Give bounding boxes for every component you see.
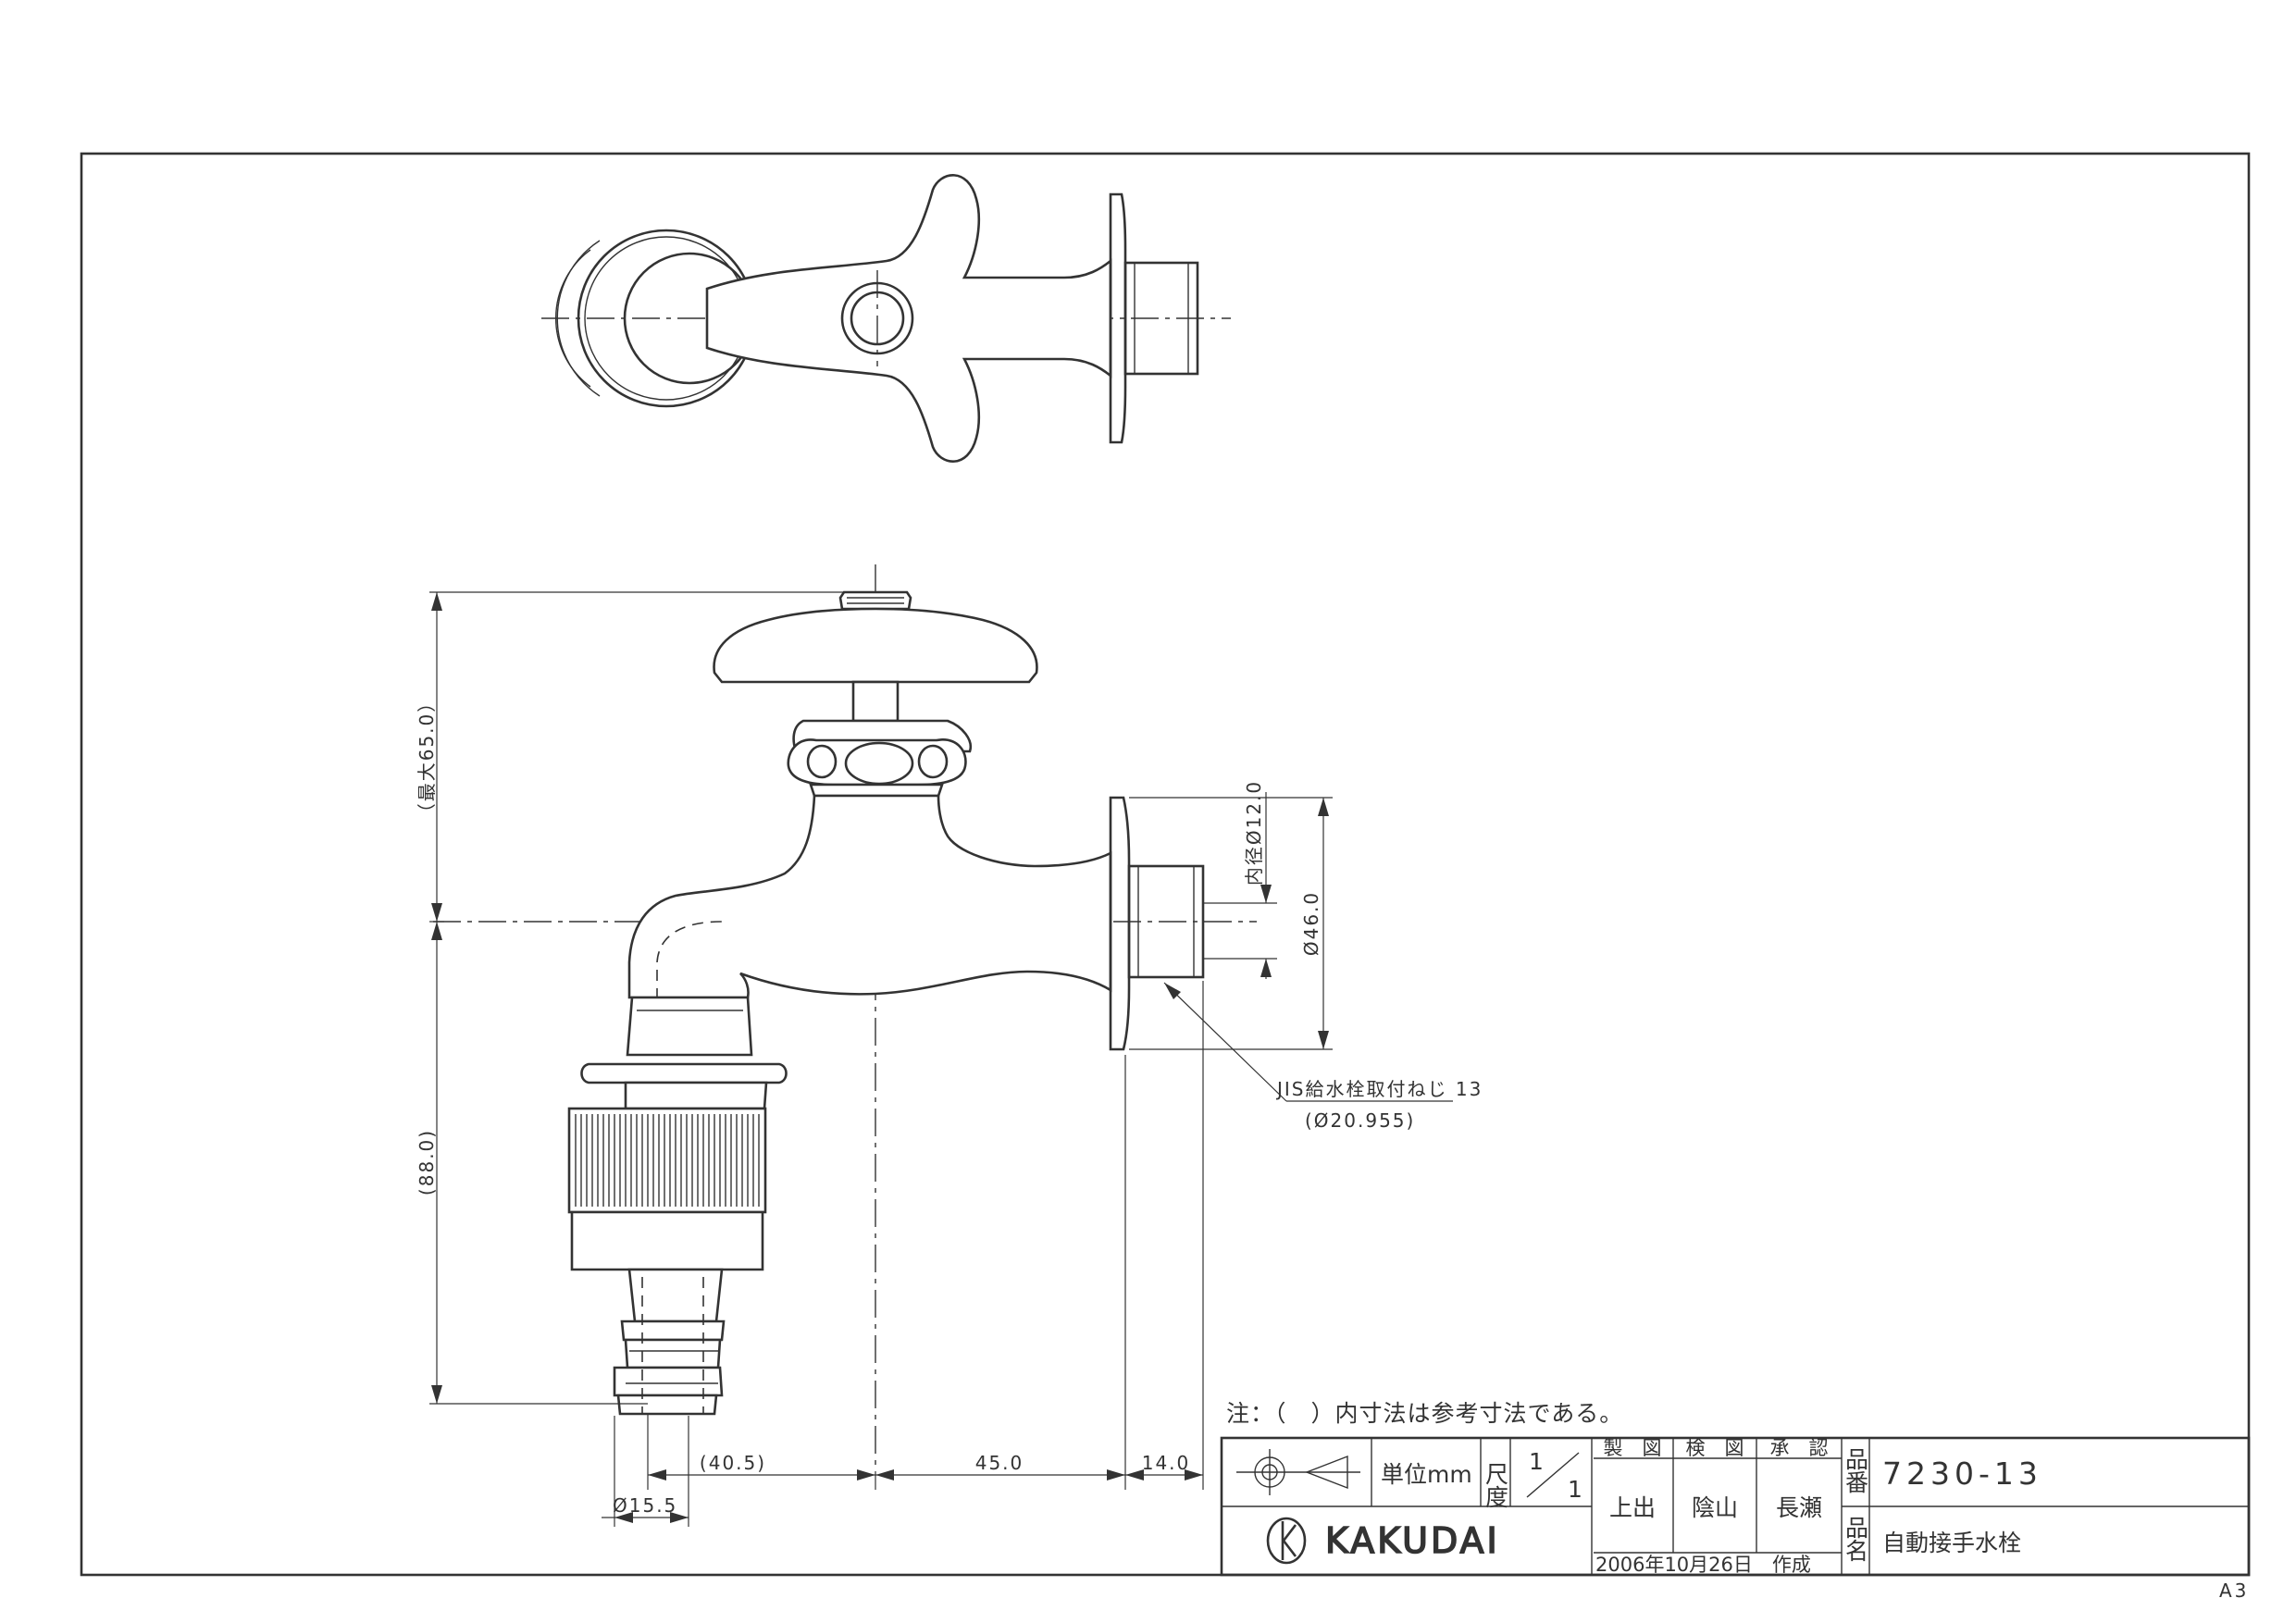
scale-numerator: 1 xyxy=(1529,1448,1544,1475)
role-checked: 検 図 xyxy=(1686,1437,1744,1459)
scale-label: 尺度 xyxy=(1483,1462,1509,1508)
front-view xyxy=(433,564,1257,1471)
dim-max-height: （最大65.0） xyxy=(416,692,438,823)
brand-name: KAKUDAI xyxy=(1325,1520,1500,1561)
role-made: 製 図 xyxy=(1604,1437,1662,1459)
dim-thread-spec: JIS給水栓取付ねじ 13 xyxy=(1275,1078,1483,1100)
title-block: KAKUDAI 単位mm 尺度 1 1 製 図 検 図 承 認 上出 陰山 長瀬… xyxy=(1220,1436,2251,1577)
part-number: 7230-13 xyxy=(1882,1456,2042,1492)
dim-left-offset: (40.5) xyxy=(700,1452,766,1474)
dim-inner-bore: 内径Ø12.0 xyxy=(1243,780,1265,886)
top-view xyxy=(541,174,1231,463)
part-number-label: 品番 xyxy=(1843,1447,1869,1493)
name-checked: 陰山 xyxy=(1692,1494,1738,1521)
name-made: 上出 xyxy=(1609,1494,1656,1521)
paper-size: A3 xyxy=(2219,1580,2249,1602)
part-name-label: 品名 xyxy=(1843,1516,1869,1562)
reference-note: 注：（ ）内寸法は参考寸法である。 xyxy=(1226,1400,1623,1427)
dimension-lines xyxy=(429,591,1453,1527)
scale-denominator: 1 xyxy=(1568,1476,1582,1503)
part-name: 自動接手水栓 xyxy=(1882,1530,2021,1556)
dim-nozzle-dia: Ø15.5 xyxy=(613,1494,677,1517)
dim-height-lower: (88.0) xyxy=(416,1129,438,1196)
dim-flange-dia: Ø46.0 xyxy=(1300,891,1322,956)
drawing-date: 2006年10月26日 作成 xyxy=(1595,1554,1811,1576)
knurling xyxy=(575,1114,760,1207)
dim-center-span: 45.0 xyxy=(975,1452,1024,1474)
sheet-border xyxy=(80,152,2251,1577)
unit-label: 単位mm xyxy=(1381,1461,1472,1488)
dim-flange-thickness: 14.0 xyxy=(1142,1452,1191,1474)
dim-thread-dia: (Ø20.955) xyxy=(1305,1109,1415,1132)
kakudai-logo: KAKUDAI xyxy=(1266,1517,1500,1565)
scale-slash xyxy=(1526,1452,1580,1498)
projection-symbol-icon xyxy=(1236,1449,1360,1495)
role-approved: 承 認 xyxy=(1770,1437,1829,1459)
name-approved: 長瀬 xyxy=(1776,1494,1822,1521)
